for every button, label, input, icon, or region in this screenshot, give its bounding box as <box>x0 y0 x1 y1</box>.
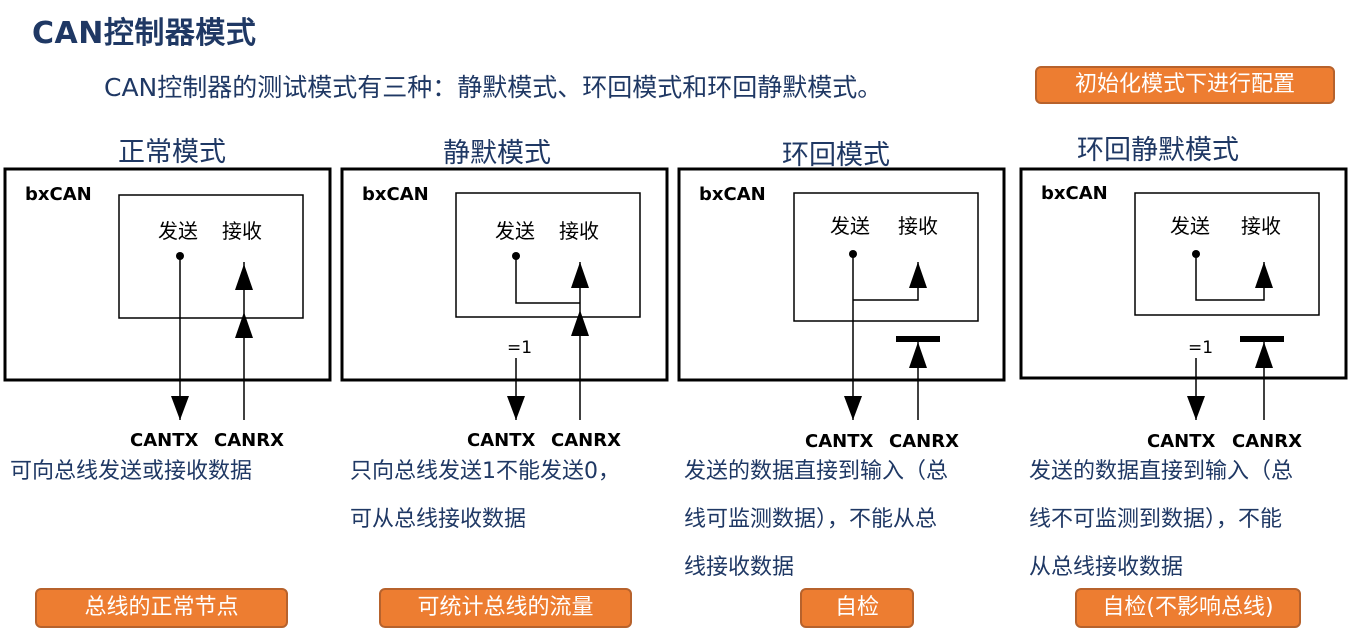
desc-line: 线不可监测到数据），不能 <box>1029 507 1283 532</box>
recv-label: 接收 <box>898 214 938 238</box>
desc-line: 可向总线发送或接收数据 <box>10 459 253 484</box>
mode-title-loopback: 环回模式 <box>782 140 890 171</box>
send-label: 发送 <box>1170 214 1210 238</box>
desc-line: 只向总线发送1不能发送0， <box>350 459 620 484</box>
mode-title-loopback-silent: 环回静默模式 <box>1077 135 1239 166</box>
rx-label: CANRX <box>889 431 959 452</box>
desc-line: 发送的数据直接到输入（总 <box>684 459 949 484</box>
tx-label: CANTX <box>1147 431 1215 452</box>
desc-silent: 只向总线发送1不能发送0， 可从总线接收数据 <box>350 448 620 544</box>
rx-arrow-lower <box>571 310 589 336</box>
send-label: 发送 <box>830 214 870 238</box>
controller-box <box>118 194 304 319</box>
bxcan-box <box>677 167 1006 382</box>
recv-label: 接收 <box>1241 214 1281 238</box>
bxcan-box <box>340 167 669 382</box>
desc-line: 从总线接收数据 <box>1029 555 1184 580</box>
tx-label: CANTX <box>130 430 198 451</box>
rx-arrow-upper <box>235 264 253 290</box>
loop-line <box>515 256 580 304</box>
recv-label: 接收 <box>222 219 262 243</box>
rx-arrow-lower <box>235 312 253 338</box>
badge-silent: 可统计总线的流量 <box>379 588 632 628</box>
bxcan-box <box>1019 167 1348 380</box>
badge-loopback-silent: 自检(不影响总线) <box>1075 588 1301 628</box>
badge-normal: 总线的正常节点 <box>35 588 288 628</box>
send-label: 发送 <box>158 219 198 243</box>
subtitle: CAN控制器的测试模式有三种：静默模式、环回模式和环回静默模式。 <box>104 73 883 102</box>
tx-label: CANTX <box>805 431 873 452</box>
desc-normal: 可向总线发送或接收数据 <box>10 448 252 496</box>
controller-box <box>793 192 979 322</box>
rx-arrow <box>909 262 927 288</box>
badge-loopback: 自检 <box>800 588 914 628</box>
controller-box <box>1134 192 1320 316</box>
bxcan-label: bxCAN <box>699 184 766 205</box>
mode-title-silent: 静默模式 <box>443 138 551 169</box>
recv-label: 接收 <box>559 219 599 243</box>
tx-arrow <box>507 396 525 420</box>
desc-line: 发送的数据直接到输入（总 <box>1029 459 1294 484</box>
desc-loopback-silent: 发送的数据直接到输入（总 线不可监测到数据），不能 从总线接收数据 <box>1029 448 1293 592</box>
rx-arrow <box>1255 262 1273 288</box>
bxcan-label: bxCAN <box>25 184 92 205</box>
page-title: CAN控制器模式 <box>32 16 257 51</box>
rx-label: CANRX <box>214 430 284 451</box>
controller-box <box>455 192 641 318</box>
send-label: 发送 <box>495 219 535 243</box>
desc-line: 线接收数据 <box>684 555 795 580</box>
loop-line <box>1195 254 1265 301</box>
tx-arrow <box>1187 396 1205 420</box>
rx-label: CANRX <box>551 430 621 451</box>
bxcan-label: bxCAN <box>362 184 429 205</box>
diagram-loopback-silent: bxCAN 发送 接收 =1 CANTX CANRX <box>1019 167 1348 452</box>
bxcan-label: bxCAN <box>1041 183 1108 204</box>
diagram-normal: bxCAN 发送 接收 CANTX CANRX <box>3 167 332 451</box>
config-badge: 初始化模式下进行配置 <box>1035 66 1335 104</box>
mode-title-normal: 正常模式 <box>118 137 226 168</box>
diagram-loopback: bxCAN 发送 接收 CANTX CANRX <box>677 167 1006 452</box>
tx-arrow <box>844 396 862 420</box>
rx-label: CANRX <box>1232 431 1302 452</box>
loop-line <box>853 262 919 301</box>
eq-one-label: =1 <box>507 338 532 358</box>
rx-arrow-upper <box>571 262 589 288</box>
bxcan-box <box>3 167 332 382</box>
desc-line: 可从总线接收数据 <box>350 507 527 532</box>
eq-one-label: =1 <box>1188 338 1213 358</box>
desc-loopback: 发送的数据直接到输入（总 线可监测数据），不能从总 线接收数据 <box>684 448 948 592</box>
tx-label: CANTX <box>467 430 535 451</box>
tx-arrow <box>171 396 189 420</box>
diagram-silent: bxCAN 发送 接收 =1 CANTX CANRX <box>340 167 669 451</box>
desc-line: 线可监测数据），不能从总 <box>684 507 938 532</box>
